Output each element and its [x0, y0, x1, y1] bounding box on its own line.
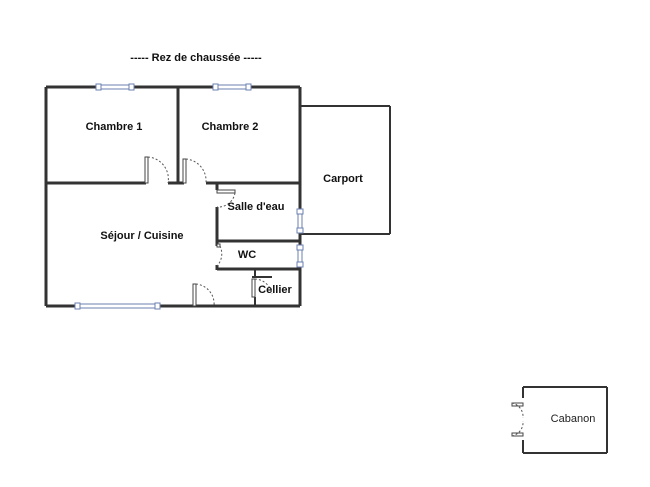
room-label-chambre-2: Chambre 2 [202, 121, 259, 133]
doors [144, 156, 273, 307]
floor-title: ----- Rez de chaussée ----- [130, 52, 262, 64]
room-label-salle-deau: Salle d'eau [227, 201, 284, 213]
room-label-cellier: Cellier [258, 284, 292, 296]
house-walls [44, 85, 302, 308]
room-label-chambre-1: Chambre 1 [86, 121, 143, 133]
room-label-wc: WC [238, 249, 256, 261]
room-label-carport: Carport [323, 173, 363, 185]
carport-walls [300, 105, 391, 235]
room-label-sejour-cuisine: Séjour / Cuisine [100, 230, 183, 242]
cabanon-walls [511, 386, 608, 454]
windows [74, 83, 304, 310]
room-label-cabanon: Cabanon [551, 413, 596, 425]
